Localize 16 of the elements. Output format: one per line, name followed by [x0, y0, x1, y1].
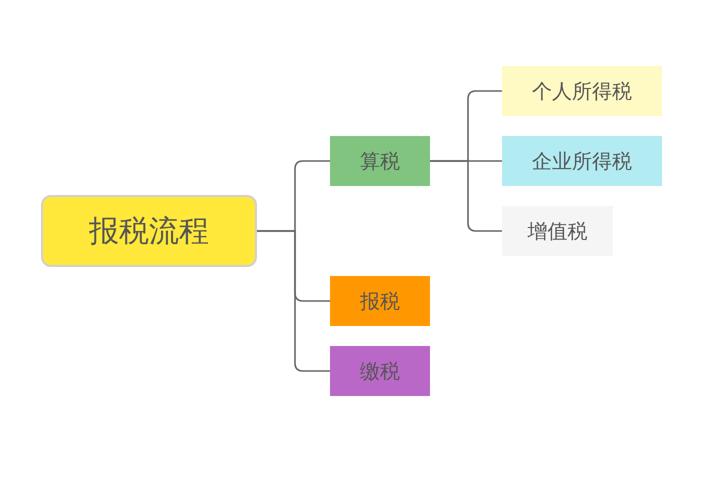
subtopic-box: [502, 206, 613, 256]
topic-label: 报税流程: [89, 212, 209, 250]
subtopic-box: [502, 66, 662, 116]
topic-label: 缴税: [360, 358, 400, 384]
connector-line: [257, 230, 330, 372]
topic-box: [330, 136, 430, 186]
topic-box: [330, 276, 430, 326]
topic-label: 算税: [360, 148, 400, 174]
connector-line: [430, 160, 502, 232]
topic-label: 报税: [360, 288, 400, 314]
topic-label: 企业所得税: [532, 148, 632, 174]
topic-label: 个人所得税: [532, 78, 632, 104]
topic-label: 增值税: [528, 218, 588, 244]
subtopic-box: [502, 136, 662, 186]
root-topic-box: [41, 195, 257, 267]
topic-box: [330, 346, 430, 396]
